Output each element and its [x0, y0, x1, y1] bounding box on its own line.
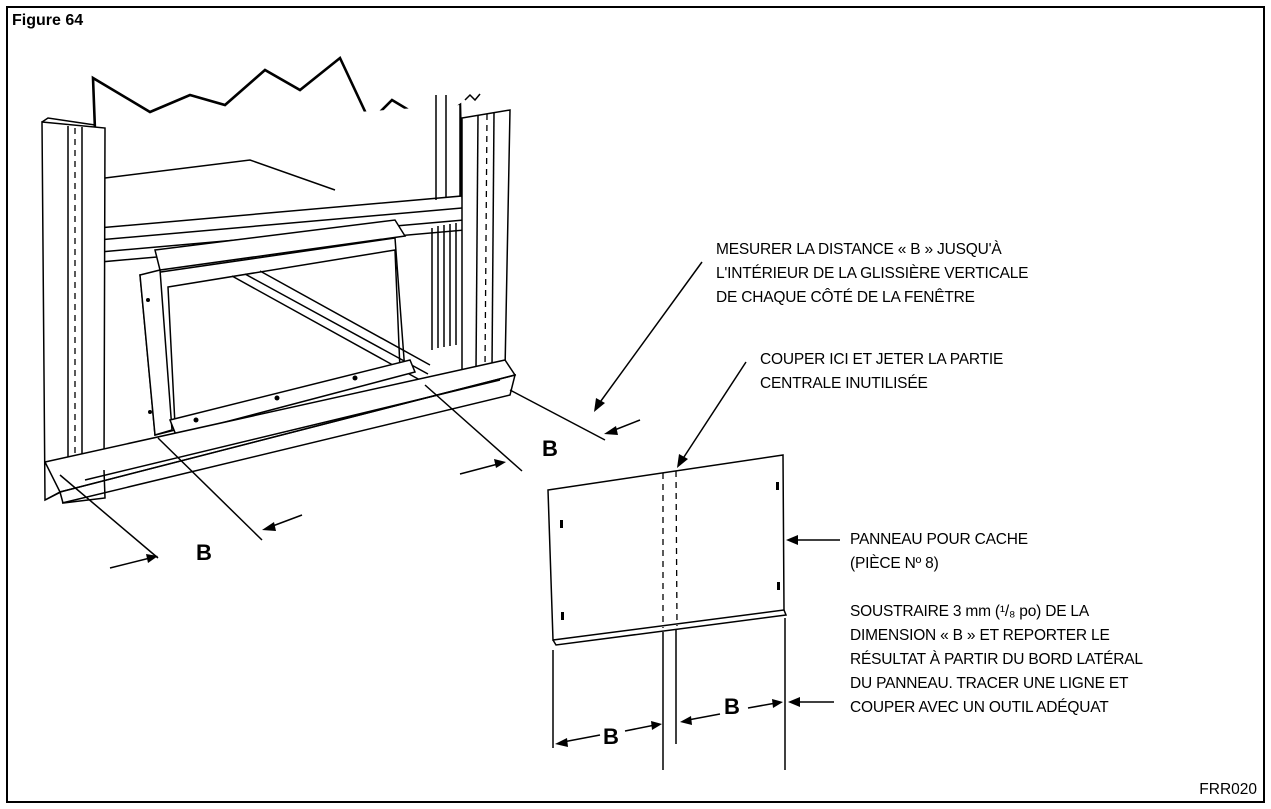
- callout-cut-here: COUPER ICI ET JETER LA PARTIE CENTRALE I…: [760, 351, 1004, 392]
- figure-title: Figure 64: [12, 12, 84, 29]
- dim-ext-window-3: [424, 384, 523, 472]
- dim-ext-window-1: [59, 474, 159, 559]
- dimension-arrow: [109, 419, 641, 569]
- dimension-label-b: B: [542, 436, 558, 461]
- dimension-label-b: B: [724, 694, 740, 719]
- cut-line-right: [675, 470, 678, 627]
- filler-panel: [547, 454, 785, 641]
- figure-reference-code: FRR020: [1199, 781, 1257, 798]
- dim-ext-window-2: [157, 437, 263, 541]
- dimension-arrow: [555, 697, 834, 747]
- leader-arrow: [594, 261, 840, 545]
- figure-frame: [6, 6, 1265, 803]
- dim-ext-window-4: [509, 389, 606, 441]
- unit-sleeve-top: [154, 219, 407, 271]
- dimension-label-b: B: [603, 724, 619, 749]
- callout-filler-panel: PANNEAU POUR CACHE (PIÈCE Nº 8): [850, 531, 1028, 572]
- callout-measure-distance: MESURER LA DISTANCE « B » JUSQU'À L'INTÉ…: [716, 241, 1029, 306]
- left-side-panel: [139, 269, 173, 436]
- callout-subtract-instruction: SOUSTRAIRE 3 mm (¹/₈ po) DE LA DIMENSION…: [850, 603, 1143, 716]
- dimension-label-b: B: [196, 540, 212, 565]
